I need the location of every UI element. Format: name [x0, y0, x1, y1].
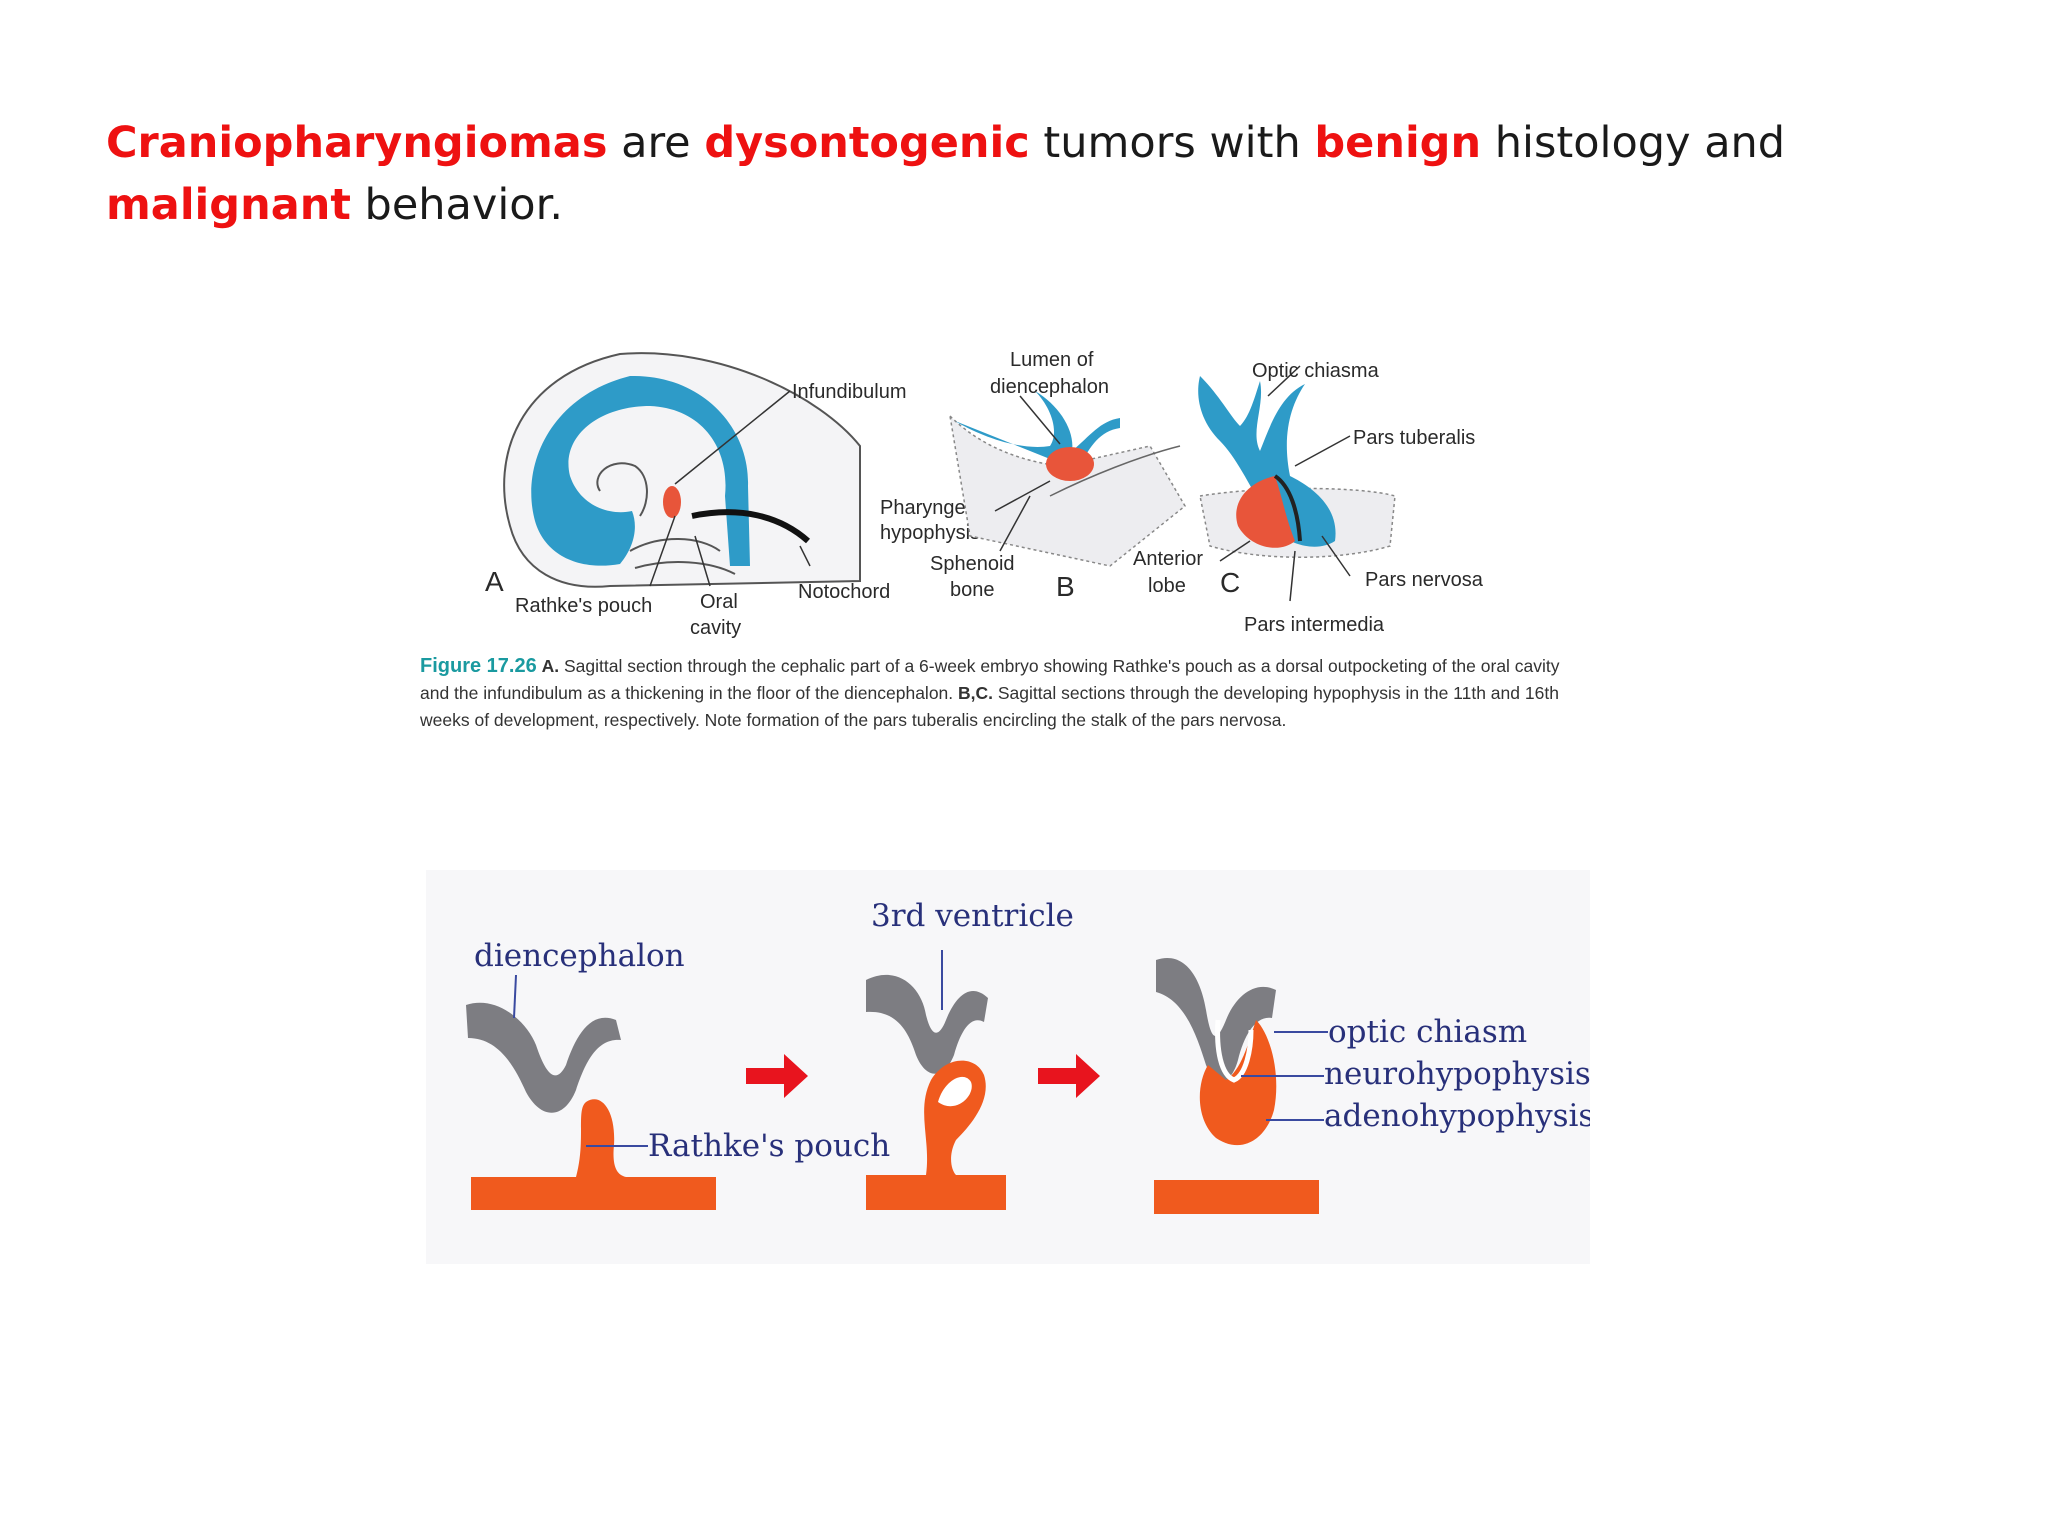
caption-bc-label: B,C. [958, 683, 994, 703]
caption-figure-number: Figure 17.26 [420, 655, 537, 677]
panel-a-letter: A [485, 566, 504, 597]
stage-3-drawing [1154, 958, 1328, 1214]
label-third-ventricle: 3rd ventricle [871, 898, 1074, 934]
panel-b-letter: B [1056, 571, 1075, 602]
figure-caption: Figure 17.26 A. Sagittal section through… [420, 653, 1570, 734]
label-lumen-2: diencephalon [990, 376, 1109, 398]
hypophysis-development-figure: A Infundibulum Pharyngeal hypophysis Not… [485, 349, 1484, 639]
arrow-right-icon [1038, 1054, 1100, 1098]
term-dysontogenic: dysontogenic [704, 118, 1030, 168]
label-oral-2: cavity [690, 617, 741, 639]
stage-1-drawing [466, 974, 716, 1210]
arrow-right-icon [746, 1054, 808, 1098]
headline-text: behavior. [350, 180, 564, 230]
label-anterior-2: lobe [1148, 575, 1186, 597]
label-sphenoid-2: bone [950, 579, 995, 601]
stage-2-drawing [866, 950, 1006, 1210]
headline-text: tumors with [1029, 118, 1315, 168]
label-pars-intermedia: Pars intermedia [1244, 614, 1385, 636]
label-rathkes-pouch: Rathke's pouch [515, 595, 652, 617]
panel-b-drawing [948, 391, 1186, 567]
caption-a-label: A. [541, 656, 560, 676]
pituitary-development-schematic: diencephalon Rathke's pouch 3rd ventricl… [426, 870, 1590, 1264]
term-craniopharyngiomas: Craniopharyngiomas [106, 118, 608, 168]
caption-bc-text: Sagittal sections through the developing… [420, 683, 1559, 730]
rathkes-pouch-shape [663, 486, 681, 518]
label-adenohypophysis: adenohypophysis [1324, 1098, 1590, 1134]
label-sphenoid-1: Sphenoid [930, 553, 1015, 575]
label-oral-1: Oral [700, 591, 738, 613]
headline-text: are [607, 118, 705, 168]
label-notochord: Notochord [798, 581, 890, 603]
label-pars-nervosa: Pars nervosa [1365, 569, 1484, 591]
label-neurohypophysis: neurohypophysis [1324, 1056, 1590, 1092]
label-optic-chiasm: optic chiasm [1328, 1014, 1527, 1050]
label-rathkes-pouch: Rathke's pouch [648, 1128, 890, 1164]
panel-c-drawing [1198, 365, 1396, 602]
label-pars-tuberalis: Pars tuberalis [1353, 427, 1475, 449]
slide-headline: Craniopharyngiomas are dysontogenic tumo… [106, 112, 1906, 236]
caption-a-text: Sagittal section through the cephalic pa… [420, 656, 1560, 703]
label-optic-chiasma: Optic chiasma [1252, 360, 1380, 382]
panel-a-drawing [503, 352, 861, 588]
headline-text: histology and [1481, 118, 1786, 168]
label-lumen-1: Lumen of [1010, 349, 1094, 371]
label-pharyngeal-2: hypophysis [880, 522, 980, 544]
label-diencephalon: diencephalon [474, 938, 685, 974]
term-benign: benign [1314, 118, 1482, 168]
panel-c-letter: C [1220, 567, 1240, 598]
term-malignant: malignant [106, 180, 351, 230]
label-infundibulum: Infundibulum [792, 381, 907, 403]
label-anterior-1: Anterior [1133, 548, 1203, 570]
label-pharyngeal-1: Pharyngeal [880, 497, 981, 519]
